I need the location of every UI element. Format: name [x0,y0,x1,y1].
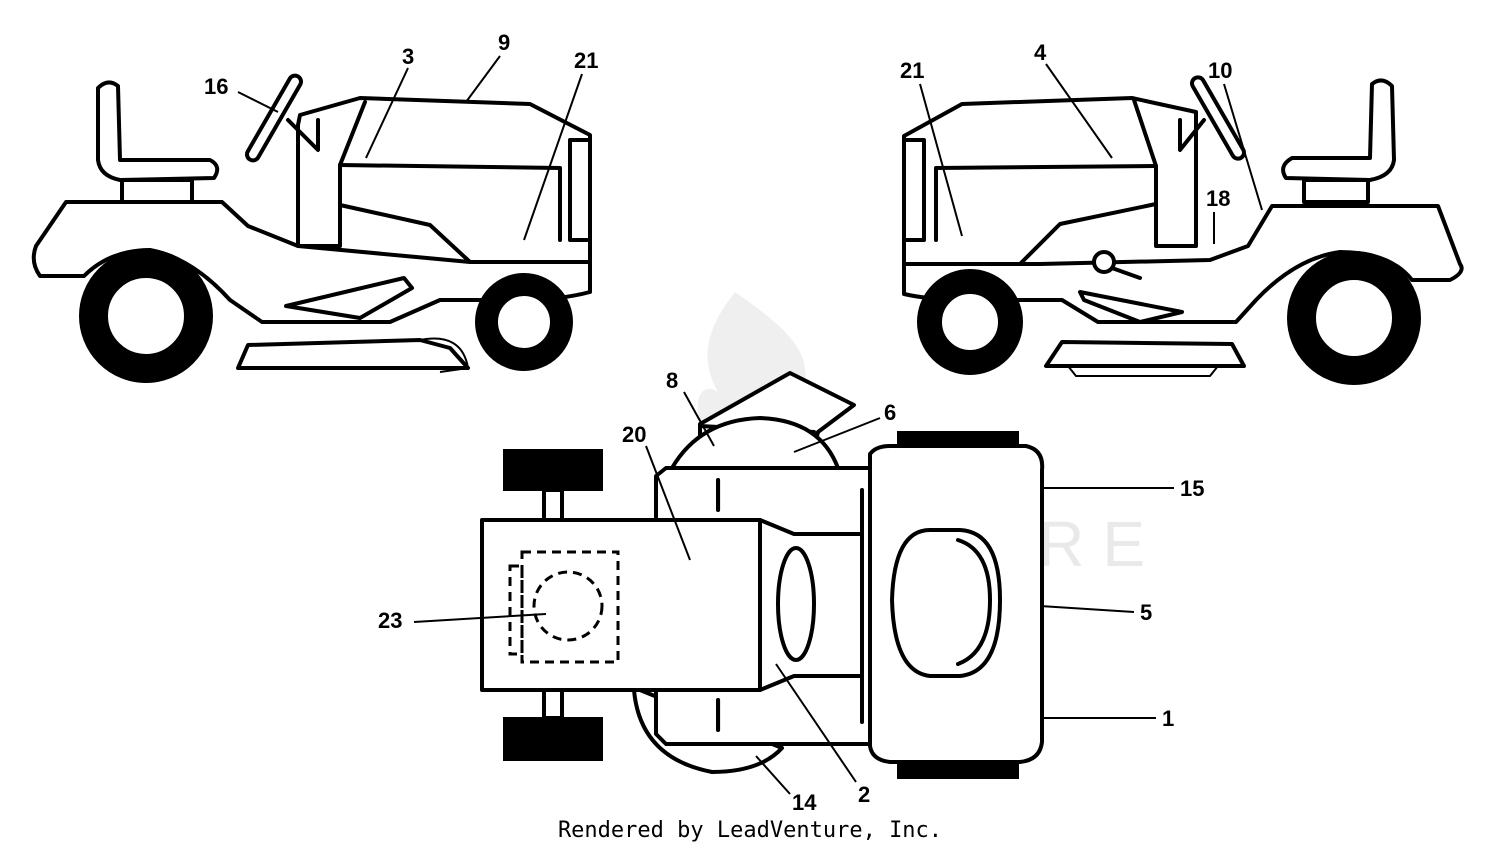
deck-top [670,416,840,470]
front-tire-top-lower [503,717,603,761]
leader-16 [237,91,279,113]
engine-cap [532,570,604,642]
callout-8: 8 [666,368,678,393]
deck-chute-left [419,337,470,373]
callout-10: 10 [1208,58,1232,83]
callout-18: 18 [1206,186,1230,211]
leader-20 [645,445,691,561]
hood-side-right [1132,98,1158,206]
footrest-left [284,276,414,320]
leader-14 [755,755,791,795]
hood-line-right [934,164,1158,242]
fuel-cap-right [1092,250,1116,274]
deck-left [236,338,470,370]
seat-base-left [120,178,194,204]
steering-top [776,546,816,662]
leader-23 [413,613,547,623]
leader-21a [523,73,583,241]
left-side-view [31,73,592,383]
steering-wheel-left [245,73,303,163]
top-view [480,371,1045,779]
front-axle-lower [542,688,564,720]
leader-9 [465,55,501,103]
steering-wheel-right [1190,75,1246,161]
leader-4 [1045,63,1113,159]
hood-line-left [338,163,562,242]
fuel-cap-handle-right [1110,266,1142,280]
right-side-view [902,75,1464,385]
footrest-right [1078,290,1184,324]
hood-top [480,518,762,692]
front-tire-top-upper [503,449,603,491]
hood-side-left [338,100,367,207]
rear-hub-left [104,274,188,358]
callout-4: 4 [1034,40,1047,65]
seat-left [96,80,220,182]
front-axle-upper [542,488,564,522]
front-hub-left [494,292,554,352]
seat-base-right [1302,178,1370,204]
engine-outline [508,564,524,656]
steering-column-right [1178,118,1206,152]
seat-right [1281,78,1396,182]
deck-skid-right [1067,365,1219,377]
grille-right [902,138,926,242]
seat-back-top [956,538,992,666]
callout-3: 3 [402,44,414,69]
hood-right [902,96,1198,266]
leader-8 [683,391,715,447]
seat-top [890,528,1002,678]
callout-2: 2 [858,782,870,807]
engine-block [520,550,620,664]
rear-hub-right [1312,276,1396,360]
leader-3 [365,67,409,159]
leader-5 [1039,605,1135,613]
callout-9: 9 [498,30,510,55]
callout-16: 16 [204,74,228,99]
leader-lines [237,55,1263,795]
callout-21b: 21 [900,58,924,83]
leader-21b [919,83,963,237]
leader-6 [793,417,881,453]
steering-column-left [286,118,320,152]
callout-21a: 21 [574,48,598,73]
hood-left [296,96,592,264]
footer-credit: Rendered by LeadVenture, Inc. [557,818,943,843]
leader-10 [1223,83,1263,211]
callout-1: 1 [1162,706,1174,731]
callout-6: 6 [884,400,896,425]
callout-15: 15 [1180,476,1204,501]
callout-numbers: 16 3 9 21 21 4 10 18 8 6 20 15 5 23 1 14… [204,30,1232,815]
body-right [902,204,1464,324]
callout-14: 14 [792,790,817,815]
callout-5: 5 [1140,600,1152,625]
callout-23: 23 [378,608,402,633]
grille-left [568,138,592,242]
deck-right [1044,340,1246,368]
leader-2 [775,663,857,783]
callout-20: 20 [622,422,646,447]
front-hub-right [938,290,1002,354]
